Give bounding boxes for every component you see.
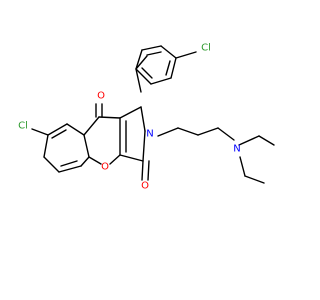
bond-aryl-2: [135, 49, 143, 70]
bond-pyran-3: [83, 134, 90, 158]
bond-aryl-7b: [141, 67, 153, 79]
bond-co-lactam-b: [147, 160, 150, 181]
bond-pyr-4: [119, 154, 144, 162]
atom-label-cl-aryl: Cl: [201, 43, 211, 54]
bond-aryl-cl: [175, 51, 197, 59]
bond-nethyl-1a: [239, 156, 246, 177]
atom-labels: Cl O N Cl O O N: [18, 43, 241, 192]
bond-aryl-1: [135, 55, 148, 70]
bond-aryl-4: [160, 45, 177, 59]
bond-nethyl-2b: [258, 135, 275, 146]
atom-label-o-ring: O: [101, 162, 109, 173]
atom-label-o-lactam: O: [141, 181, 149, 192]
bond-chain-2: [177, 127, 199, 136]
bond-aryl-5: [170, 57, 177, 79]
bond-c1-aryl: [135, 68, 142, 93]
bond-aryl-7: [135, 68, 152, 85]
bond-benz-6: [80, 156, 90, 167]
bond-benz-5: [58, 165, 82, 173]
atom-label-o-ketone: O: [97, 91, 105, 102]
bond-lines: [31, 45, 275, 184]
bond-co-lactam: [141, 160, 144, 181]
bond-nethyl-2a: [238, 135, 260, 146]
atom-label-n-lactam: N: [146, 129, 153, 140]
bond-aryl-3: [141, 45, 162, 51]
chemical-structure-diagram: Cl O N Cl O O N: [0, 0, 300, 300]
bond-aryl-3b: [146, 51, 162, 56]
bond-chain-4: [217, 127, 235, 141]
atom-label-n-amine: N: [233, 144, 240, 155]
bond-pyran-2: [83, 116, 100, 136]
bond-nethyl-1b: [244, 175, 265, 184]
bond-benz-cl: [31, 128, 49, 136]
canvas-background: [0, 0, 300, 300]
bond-benz-2: [47, 123, 68, 136]
bond-aryl-5b: [165, 60, 171, 76]
atom-label-cl-chromene: Cl: [18, 121, 28, 132]
bond-pyr-2: [140, 106, 146, 132]
bond-benz-1: [66, 123, 85, 136]
bond-aryl-6: [150, 77, 172, 85]
bond-benz-5b: [60, 160, 78, 167]
bond-pyr-3: [142, 130, 146, 162]
bond-benz-4: [43, 156, 60, 173]
bond-chain-1: [157, 127, 179, 137]
bond-pyran-5: [109, 154, 121, 165]
bond-pyr-1: [119, 106, 142, 119]
bond-benz-3: [43, 134, 49, 158]
bond-pyran-4: [88, 156, 102, 165]
bond-chain-3: [197, 127, 219, 136]
bond-benz-2b: [51, 129, 67, 139]
